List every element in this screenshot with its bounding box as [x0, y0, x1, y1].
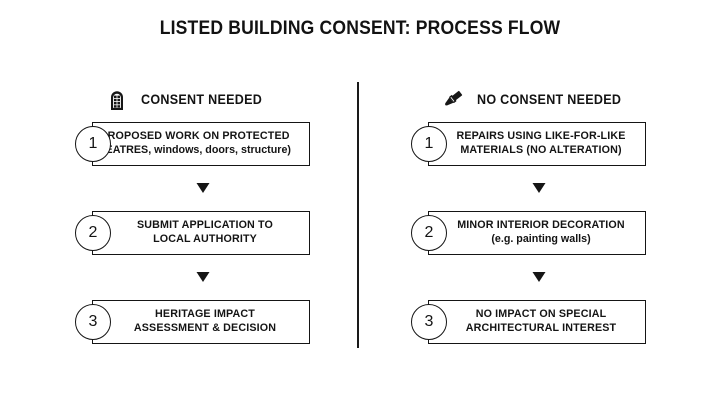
step-text-line: LOCAL AUTHORITY [153, 233, 257, 245]
step-text: MINOR INTERIOR DECORATION (e.g. painting… [443, 219, 639, 247]
step-number-badge: 1 [75, 126, 111, 162]
flow-step-box[interactable]: 2 MINOR INTERIOR DECORATION (e.g. painti… [411, 211, 646, 255]
step-text-line: HERITAGE IMPACT [155, 308, 255, 321]
step-text: NO IMPACT ON SPECIAL ARCHITECTURAL INTER… [443, 308, 639, 336]
step-text-line: PROPOSED WORK ON PROTECTED [100, 130, 290, 143]
step-text-line: (e.g. painting walls) [491, 233, 591, 245]
step-number: 1 [88, 135, 98, 152]
page-title: LISTED BUILDING CONSENT: PROCESS FLOW [159, 17, 561, 39]
down-triangle-arrow-icon [531, 182, 547, 194]
listed-building-window-icon [104, 86, 130, 112]
step-text-line: MATERIALS (NO ALTERATION) [460, 144, 622, 156]
column-header-no-consent-needed: NO CONSENT NEEDED [440, 86, 632, 112]
step-text: REPAIRS USING LIKE-FOR-LIKE MATERIALS (N… [443, 130, 639, 158]
flow-step-box[interactable]: 3 HERITAGE IMPACT ASSESSMENT & DECISION [75, 300, 310, 344]
step-text-line: ASSESSMENT & DECISION [133, 322, 277, 334]
down-triangle-arrow-icon [531, 271, 547, 283]
flow-step-box[interactable]: 3 NO IMPACT ON SPECIAL ARCHITECTURAL INT… [411, 300, 646, 344]
step-number: 3 [424, 313, 434, 330]
column-header-label: NO CONSENT NEEDED [477, 91, 622, 107]
step-number: 1 [424, 135, 434, 152]
step-number-badge: 2 [75, 215, 111, 251]
step-text-line: FEATRES, windows, doors, structure) [99, 144, 291, 156]
column-header-label: CONSENT NEEDED [141, 91, 263, 107]
step-text-line: NO IMPACT ON SPECIAL [475, 308, 607, 321]
step-text-line: MINOR INTERIOR DECORATION [457, 219, 625, 232]
step-text-line: SUBMIT APPLICATION TO [136, 219, 274, 232]
flow-step-box[interactable]: 1 PROPOSED WORK ON PROTECTED FEATRES, wi… [75, 122, 310, 166]
flow-step-box[interactable]: 1 REPAIRS USING LIKE-FOR-LIKE MATERIALS … [411, 122, 646, 166]
step-text: HERITAGE IMPACT ASSESSMENT & DECISION [107, 308, 303, 336]
flow-step-box[interactable]: 2 SUBMIT APPLICATION TO LOCAL AUTHORITY [75, 211, 310, 255]
down-triangle-arrow-icon [195, 271, 211, 283]
column-divider [357, 82, 359, 348]
step-text: PROPOSED WORK ON PROTECTED FEATRES, wind… [77, 130, 313, 158]
step-text-line: REPAIRS USING LIKE-FOR-LIKE [456, 130, 626, 143]
step-number: 2 [88, 224, 98, 241]
step-number-badge: 3 [75, 304, 111, 340]
step-number: 2 [424, 224, 434, 241]
down-triangle-arrow-icon [195, 182, 211, 194]
step-number-badge: 3 [411, 304, 447, 340]
paintbrush-icon [440, 86, 466, 112]
column-no-consent-needed: NO CONSENT NEEDED 1 REPAIRS USING LIKE-F… [398, 0, 698, 410]
column-header-consent-needed: CONSENT NEEDED [104, 86, 271, 112]
step-text: SUBMIT APPLICATION TO LOCAL AUTHORITY [107, 219, 303, 247]
step-number-badge: 2 [411, 215, 447, 251]
step-number-badge: 1 [411, 126, 447, 162]
column-consent-needed: CONSENT NEEDED 1 PROPOSED WORK ON PROTEC… [62, 0, 362, 410]
step-number: 3 [88, 313, 98, 330]
step-text-line: ARCHITECTURAL INTEREST [465, 322, 617, 334]
